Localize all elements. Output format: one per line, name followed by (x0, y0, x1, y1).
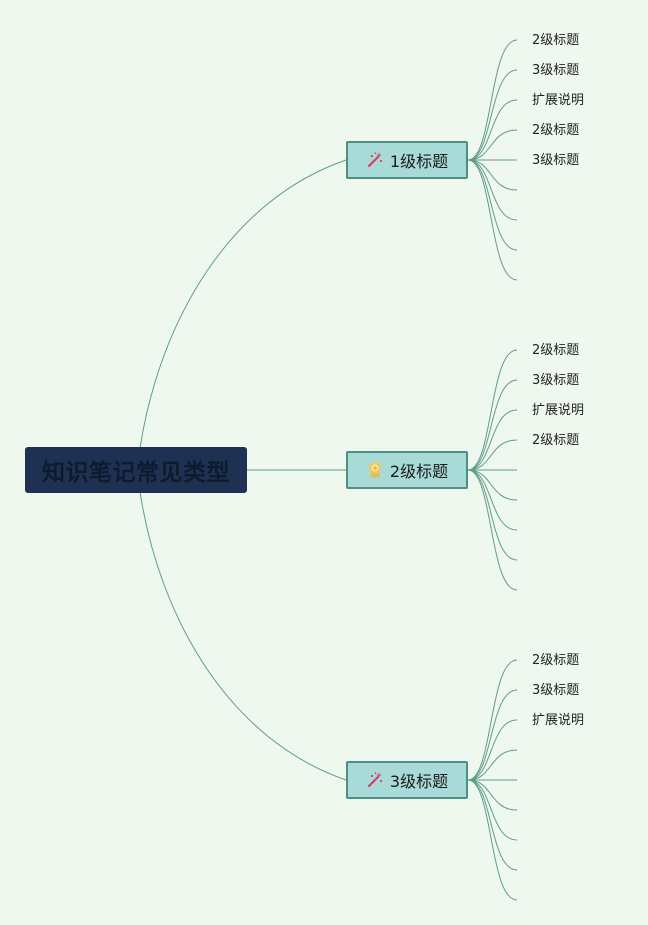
connector-branch-2-leaf-9 (467, 469, 518, 591)
connector-branch-3-leaf-8 (467, 779, 518, 871)
magic-wand-icon (366, 771, 384, 789)
connector-branch-2-leaf-8 (467, 469, 518, 561)
leaf-topic[interactable]: 3级标题 (532, 63, 580, 78)
connector-branch-1-leaf-6 (467, 159, 518, 191)
leaf-topic[interactable]: 扩展说明 (532, 713, 585, 728)
branch-topic-3[interactable]: 3级标题 (346, 761, 468, 799)
connector-branch-2-leaf-2 (467, 379, 518, 471)
connector-branch-1-leaf-1 (467, 39, 518, 161)
connector-branch-3-leaf-9 (467, 779, 518, 901)
branch-topic-1-label: 1级标题 (389, 152, 449, 171)
award-medal-icon (366, 461, 384, 479)
branch-topic-2[interactable]: 2级标题 (346, 451, 468, 489)
leaf-topic[interactable]: 2级标题 (532, 33, 580, 48)
connector-branch-2-leaf-4 (467, 439, 518, 471)
root-topic[interactable]: 知识笔记常见类型 (25, 447, 247, 493)
leaf-topic[interactable]: 3级标题 (532, 373, 580, 388)
branch-topic-1[interactable]: 1级标题 (346, 141, 468, 179)
connector-branch-3-leaf-1 (467, 659, 518, 781)
leaf-topic[interactable]: 2级标题 (532, 123, 580, 138)
connector-branch-3-leaf-6 (467, 779, 518, 811)
leaf-topic[interactable]: 2级标题 (532, 653, 580, 668)
magic-wand-icon (366, 151, 384, 169)
leaf-topic[interactable]: 2级标题 (532, 343, 580, 358)
branch-topic-2-label: 2级标题 (389, 462, 449, 481)
leaf-topic[interactable]: 2级标题 (532, 433, 580, 448)
root-topic-label: 知识笔记常见类型 (42, 460, 230, 486)
leaf-topic[interactable]: 扩展说明 (532, 403, 585, 418)
connector-branch-1-leaf-7 (467, 159, 518, 221)
connector-branch-3-leaf-4 (467, 749, 518, 781)
connector-branch-2-leaf-1 (467, 349, 518, 471)
connector-branch-2-leaf-7 (467, 469, 518, 531)
connector-branch-1-leaf-4 (467, 129, 518, 161)
leaf-topic[interactable]: 3级标题 (532, 153, 580, 168)
connector-branch-1-leaf-9 (467, 159, 518, 281)
connector-branch-1-leaf-8 (467, 159, 518, 251)
leaf-topic[interactable]: 扩展说明 (532, 93, 585, 108)
connector-branch-1-leaf-3 (467, 99, 518, 161)
branch-topic-3-label: 3级标题 (389, 772, 449, 791)
leaf-topic[interactable]: 3级标题 (532, 683, 580, 698)
connector-branch-1-leaf-2 (467, 69, 518, 161)
connector-branch-2-leaf-3 (467, 409, 518, 471)
connector-branch-3-leaf-3 (467, 719, 518, 781)
connector-root-branch-3 (139, 491, 347, 781)
connector-branch-2-leaf-6 (467, 469, 518, 501)
connector-branch-3-leaf-2 (467, 689, 518, 781)
connector-root-branch-1 (139, 159, 347, 449)
connector-branch-3-leaf-7 (467, 779, 518, 841)
